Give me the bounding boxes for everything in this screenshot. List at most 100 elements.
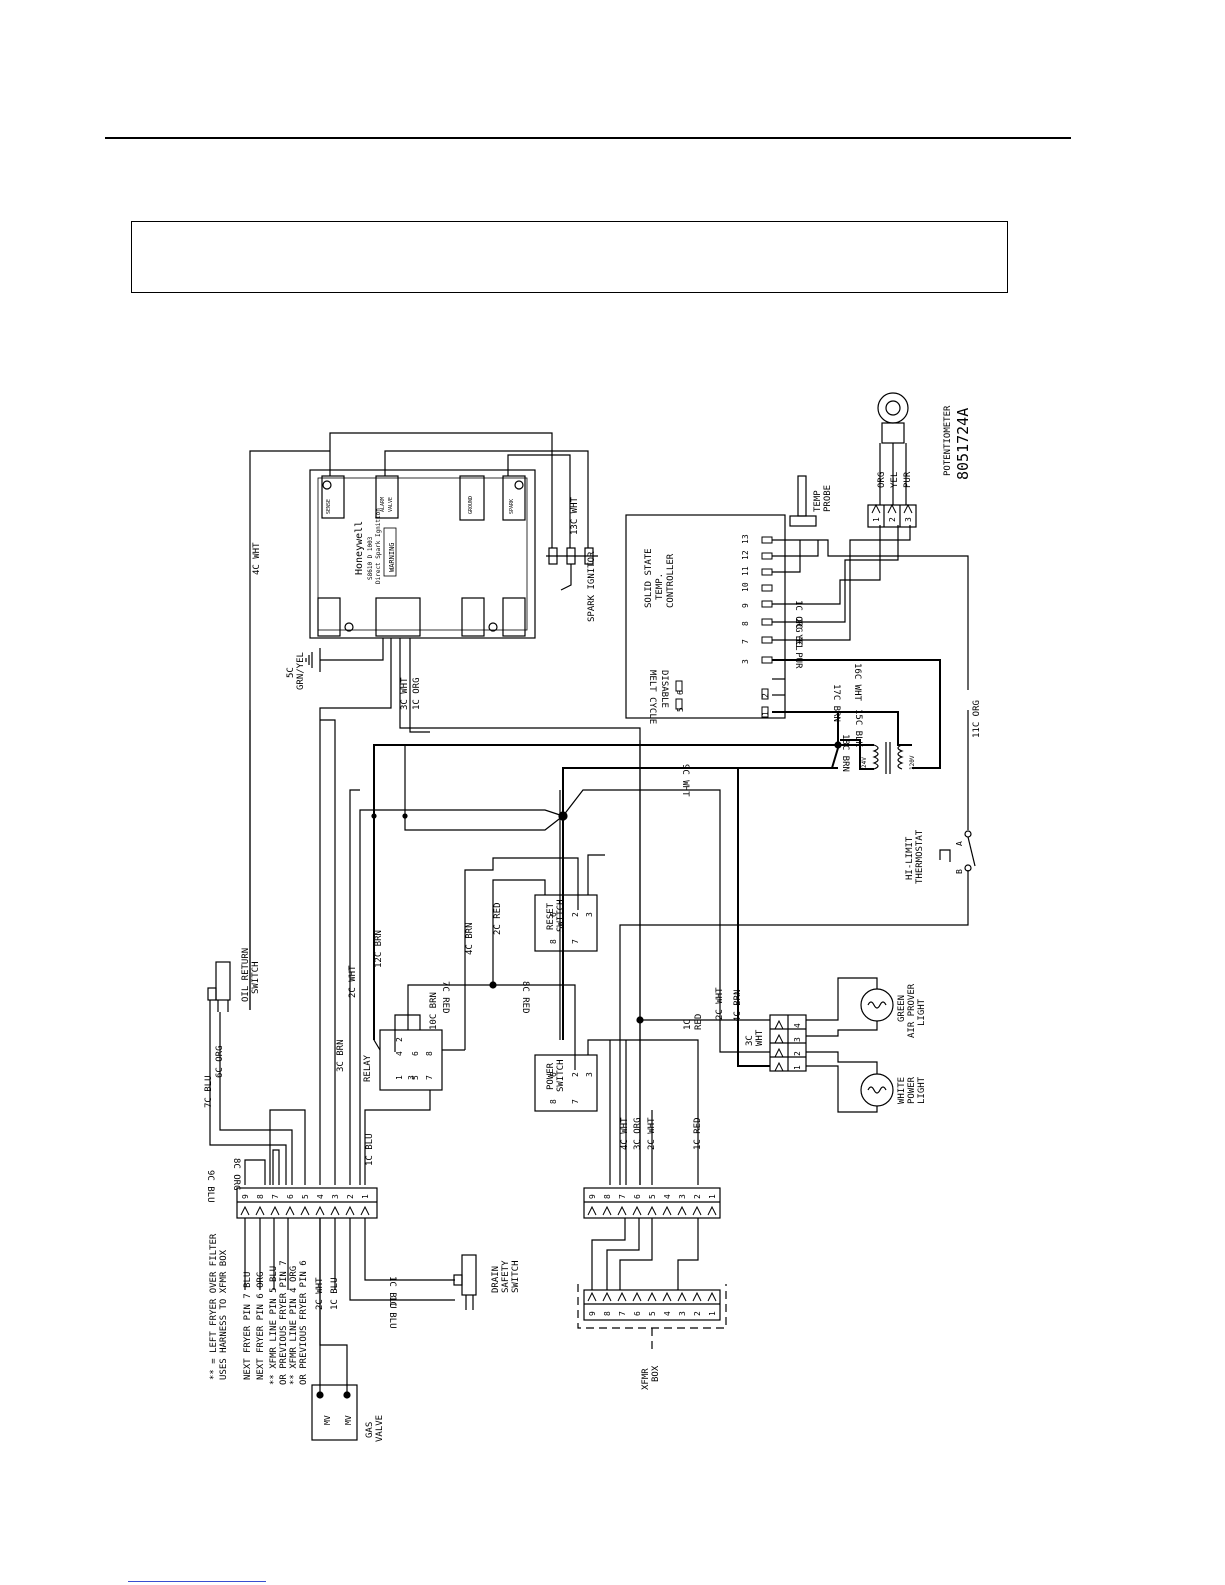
wire-1c-red-low: 1C RED — [693, 1117, 703, 1150]
wire-2c-red-top: 2C RED — [493, 902, 503, 935]
light-chevron — [774, 1047, 784, 1058]
controller-pin-box — [761, 584, 773, 592]
left-connector-pin: 2 — [346, 1194, 355, 1199]
spark-ignitor: SPARK IGNITOR — [546, 547, 598, 622]
indicator-lights: GREEN AIR PROVER LIGHT WHITE POWER LIGHT — [636, 977, 927, 1113]
potentiometer: POTENTIOMETER — [867, 392, 953, 528]
note-line-2: USES HARNESS TO XFMR BOX — [219, 1249, 229, 1380]
wire-12c-brn: 12C BRN — [374, 930, 384, 968]
power-switch-pin: 6 — [549, 1072, 558, 1077]
xfmr-box: XFMR BOX — [577, 1284, 727, 1390]
lower-connector-pin: 1 — [708, 1194, 717, 1199]
terminal-sense: SENSE — [326, 499, 332, 514]
xfmr-connector-chevron — [617, 1291, 627, 1302]
green-light-label-3: LIGHT — [917, 998, 927, 1026]
xfmr-connector-pin: 2 — [693, 1311, 702, 1316]
terminal-alarm: ALARM — [380, 497, 386, 512]
transformer: 24V 120V — [838, 739, 916, 774]
ctrl-wire-7: 3C PUR — [793, 636, 803, 669]
lower-connector-chevron — [662, 1205, 672, 1216]
left-connector-pin: 5 — [301, 1194, 310, 1199]
light-chevron — [774, 1033, 784, 1044]
wire-8c-red: 8C RED — [520, 981, 530, 1014]
module-warning: WARNING — [388, 542, 396, 572]
lower-connector-pin: 4 — [663, 1194, 672, 1199]
left-connector-chevron — [255, 1205, 265, 1216]
wire-2c-wht-gas: 2C WHT — [315, 1277, 325, 1310]
lower-connector-pin: 8 — [603, 1194, 612, 1199]
hi-limit-label-1: HI-LIMIT — [905, 836, 915, 880]
relay-pin: 8 — [425, 1051, 434, 1056]
wire-2c-wht-mid: 2C WHT — [715, 987, 725, 1020]
wire-4c-brn-mid: 4C BRN — [733, 989, 743, 1022]
relay-label: RELAY — [363, 1054, 373, 1082]
controller-pin-box — [761, 568, 773, 576]
light-chevron — [774, 1061, 784, 1072]
left-connector-chevron — [300, 1205, 310, 1216]
power-switch-pin: 2 — [571, 1072, 580, 1077]
wire-1c-blu: 1C BLU — [365, 1133, 375, 1166]
reset-switch-pin: 2 — [571, 912, 580, 917]
temp-probe-label-1: TEMP — [813, 490, 823, 512]
wire-labels: 4C WHT 13C WHT 5C GRN/YEL 3C WHT 1C ORG … — [204, 471, 982, 1328]
wire-3c-brn: 3C BRN — [336, 1039, 346, 1072]
lower-connector-chevron — [617, 1205, 627, 1216]
melt-cycle-label: MELT CYCLE — [647, 670, 657, 724]
oil-return-switch: OIL RETURN SWITCH — [207, 948, 293, 1185]
controller-label-2: TEMP. — [655, 573, 665, 600]
pot-pin: 3 — [904, 517, 913, 522]
reset-switch: RESET SWITCH — [464, 790, 605, 1050]
controller-pin-box — [761, 688, 769, 700]
controller-pin-box — [761, 706, 769, 718]
xfmr-connector-pin: 3 — [678, 1311, 687, 1316]
xfmr-connector-chevron — [707, 1291, 717, 1302]
pot-wire-org: ORG — [877, 472, 887, 488]
connector-notes: ** = LEFT FRYER OVER FILTER USES HARNESS… — [209, 1233, 309, 1385]
power-switch-pin: 7 — [571, 1099, 580, 1104]
wire-1c-blu-gas: 1C BLU — [330, 1277, 340, 1310]
potentiometer-label: POTENTIOMETER — [943, 405, 953, 476]
power-switch-label-2: SWITCH — [556, 1059, 566, 1092]
xfmr-connector-pin: 8 — [603, 1311, 612, 1316]
transformer-24v: 24V — [861, 757, 868, 768]
left-connector-pin: 1 — [361, 1194, 370, 1199]
module-model: S8610 D 1003 — [367, 536, 374, 580]
wire-4c-wht: 4C WHT — [252, 542, 262, 575]
wire-4c-brn-top: 4C BRN — [465, 922, 475, 955]
footer-link-underline — [128, 1581, 266, 1582]
controller-pin: 9 — [741, 603, 750, 608]
note-line-1: ** = LEFT FRYER OVER FILTER — [209, 1233, 219, 1380]
note-line-6: OR PREVIOUS FRYER PIN 7 — [279, 1260, 289, 1385]
pot-pin: 2 — [888, 517, 897, 522]
ctrl-wire-8: 2C YEL — [793, 618, 803, 651]
relay-pin: 4 — [395, 1051, 404, 1056]
controller-pin: 12 — [741, 550, 750, 560]
lower-connector-pin: 9 — [588, 1194, 597, 1199]
note-line-5: ** XFMR LINE PIN 5 BLU — [269, 1266, 279, 1385]
wire-4c-wht-low: 4C WHT — [620, 1117, 630, 1150]
left-connector-pin: 9 — [241, 1194, 250, 1199]
module-subtitle: Direct Spark Ignition — [375, 508, 382, 584]
note-line-8: OR PREVIOUS FRYER PIN 6 — [299, 1260, 309, 1385]
left-connector-chevron — [345, 1205, 355, 1216]
note-box — [131, 221, 1008, 293]
lower-connector-pin: 6 — [633, 1194, 642, 1199]
xfmr-connector-chevron — [677, 1291, 687, 1302]
thermostat-a: A — [955, 841, 964, 846]
xfmr-connector-pin: 7 — [618, 1311, 627, 1316]
temp-controller: SOLID STATE TEMP. CONTROLLER MELT CYCLE … — [625, 514, 786, 724]
disable-label: DISABLE — [659, 670, 669, 708]
pot-connector-pins: 1 2 3 — [871, 503, 913, 522]
reset-switch-pin: 6 — [549, 912, 558, 917]
drain-label-3: SWITCH — [511, 1260, 521, 1293]
left-connector-chevron — [285, 1205, 295, 1216]
pot-pin: 1 — [872, 517, 881, 522]
wire-18c-brn: 18C BRN — [840, 734, 850, 772]
misc-wires — [269, 719, 360, 1185]
controller-pin: 10 — [741, 582, 750, 592]
wire-1c: 1C — [683, 1019, 693, 1030]
